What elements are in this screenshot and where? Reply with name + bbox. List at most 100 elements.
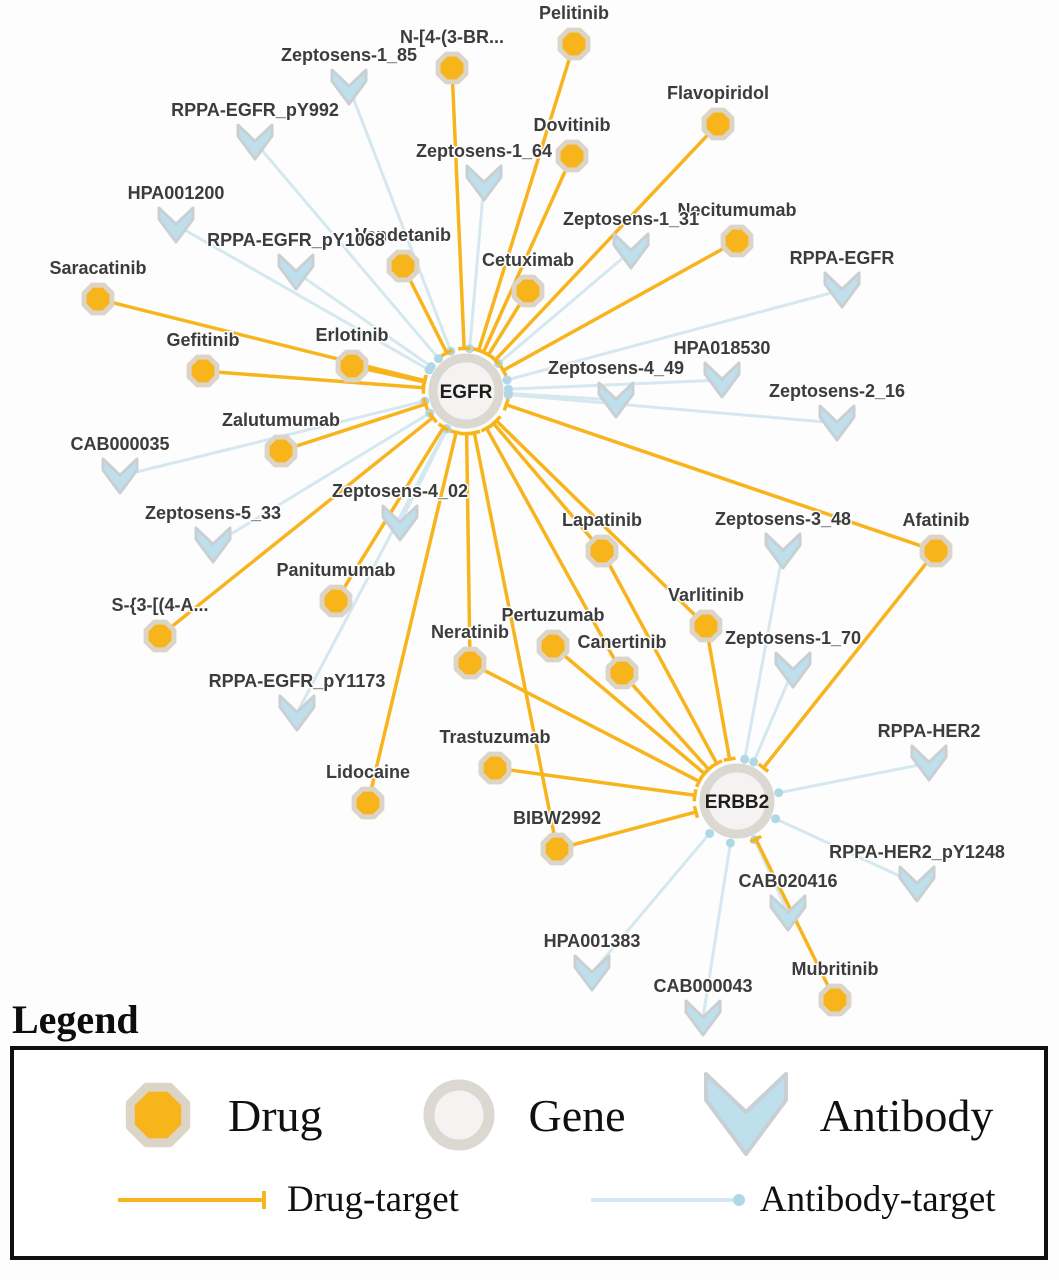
drug-node-Pertuzumab[interactable] xyxy=(536,629,570,663)
antibody-target-dot-RPPA-HER2 xyxy=(774,788,784,798)
drug-node-Neratinib[interactable] xyxy=(453,646,487,680)
antibody-node-HPA001383[interactable] xyxy=(573,954,611,992)
antibody-label-CAB000043: CAB000043 xyxy=(653,976,752,996)
antibody-target-edge-HPA001383-ERBB2 xyxy=(590,832,711,974)
antibody-label-Zeptosens-4_02: Zeptosens-4_02 xyxy=(332,481,468,501)
antibody-node-Zeptosens-1_85[interactable] xyxy=(330,68,368,106)
drug-node-Afatinib[interactable] xyxy=(919,534,953,568)
antibody-target-edge-Zeptosens-2_16-EGFR xyxy=(508,393,838,425)
drug-node-Vandetanib[interactable] xyxy=(386,249,420,283)
drug-node-N-[4-(3-BR...[interactable] xyxy=(435,51,469,85)
drug-octagon-icon xyxy=(125,1082,191,1148)
antibody-node-CAB020416[interactable] xyxy=(769,894,807,932)
drug-node-Mubritinib[interactable] xyxy=(818,983,852,1017)
drug-target-edge-Pelitinib-EGFR xyxy=(476,43,576,351)
gene-node-EGFR[interactable] xyxy=(428,353,504,429)
legend-item-drug: Drug xyxy=(114,1071,323,1159)
drug-label-Saracatinib: Saracatinib xyxy=(49,258,146,278)
drug-node-Trastuzumab[interactable] xyxy=(478,751,512,785)
antibody-node-RPPA-EGFR_pY1173[interactable] xyxy=(278,694,316,732)
drug-label-BIBW2992: BIBW2992 xyxy=(513,808,601,828)
legend-antibody-label: Antibody xyxy=(819,1089,994,1141)
antibody-target-edge-CAB000043-ERBB2 xyxy=(701,842,732,1019)
antibody-node-CAB000035[interactable] xyxy=(101,457,139,495)
drug-node-Erlotinib[interactable] xyxy=(335,349,369,383)
antibody-target-dot xyxy=(732,1193,745,1206)
antibody-target-dot-Zeptosens-1_70 xyxy=(749,757,759,767)
antibody-node-Zeptosens-5_33[interactable] xyxy=(194,526,232,564)
drug-node-Pelitinib[interactable] xyxy=(557,27,591,61)
drug-label-Necitumumab: Necitumumab xyxy=(677,200,796,220)
legend-drug-target-label: Drug-target xyxy=(287,1179,459,1220)
drug-target-edge-Lidocaine-EGFR xyxy=(366,431,458,804)
antibody-target-edge-RPPA-EGFR_pY1173-EGFR xyxy=(295,427,448,714)
drug-target-line-icon xyxy=(118,1190,266,1209)
antibody-label-Zeptosens-1_70: Zeptosens-1_70 xyxy=(725,628,861,648)
nodes-layer xyxy=(81,27,953,1037)
drug-target-edge-Flavopiridol-EGFR xyxy=(493,122,720,362)
legend-item-antibody: Antibody xyxy=(698,1070,994,1160)
drug-target-edge-Afatinib-EGFR xyxy=(505,403,937,553)
antibody-label-Zeptosens-1_31: Zeptosens-1_31 xyxy=(563,209,699,229)
antibody-target-edge-RPPA-HER2-ERBB2 xyxy=(778,761,930,795)
antibody-label-Zeptosens-2_16: Zeptosens-2_16 xyxy=(769,381,905,401)
antibody-node-RPPA-EGFR_pY1068[interactable] xyxy=(277,253,315,291)
drug-node-Cetuximab[interactable] xyxy=(511,274,545,308)
antibody-label-CAB020416: CAB020416 xyxy=(738,871,837,891)
antibody-node-RPPA-EGFR_pY992[interactable] xyxy=(236,123,274,161)
drug-node-Zalutumumab[interactable] xyxy=(264,434,298,468)
antibody-node-Zeptosens-2_16[interactable] xyxy=(818,404,856,442)
antibody-label-RPPA-EGFR_pY1068: RPPA-EGFR_pY1068 xyxy=(207,230,385,250)
drug-label-Gefitinib: Gefitinib xyxy=(167,330,240,350)
drug-node-Saracatinib[interactable] xyxy=(81,282,115,316)
drug-node-Flavopiridol[interactable] xyxy=(701,107,735,141)
legend-box: Drug Gene Antibody Dr xyxy=(10,1046,1048,1260)
drug-node-Lapatinib[interactable] xyxy=(585,534,619,568)
drug-label-N-[4-(3-BR...: N-[4-(3-BR... xyxy=(400,27,504,47)
drug-label-Panitumumab: Panitumumab xyxy=(276,560,395,580)
drug-target-edge-Afatinib-ERBB2 xyxy=(762,549,938,769)
antibody-node-CAB000043[interactable] xyxy=(684,999,722,1037)
antibody-node-Zeptosens-1_31[interactable] xyxy=(612,232,650,270)
drug-node-Necitumumab[interactable] xyxy=(720,224,754,258)
antibody-label-Zeptosens-3_48: Zeptosens-3_48 xyxy=(715,509,851,529)
legend-item-drug-target: Drug-target xyxy=(114,1178,459,1221)
antibody-node-RPPA-HER2[interactable] xyxy=(910,744,948,782)
antibody-node-Zeptosens-3_48[interactable] xyxy=(764,532,802,570)
antibody-target-line-icon xyxy=(590,1193,745,1206)
gene-node-ERBB2[interactable] xyxy=(699,763,775,839)
drug-target-edge-BIBW2992-ERBB2 xyxy=(556,810,697,851)
legend-antibody-target-label: Antibody-target xyxy=(759,1179,996,1220)
drug-label-Pertuzumab: Pertuzumab xyxy=(501,605,604,625)
antibody-label-HPA001383: HPA001383 xyxy=(544,931,641,951)
legend-title: Legend xyxy=(12,997,139,1042)
antibody-label-RPPA-EGFR_pY1173: RPPA-EGFR_pY1173 xyxy=(209,671,386,691)
antibody-node-HPA001200[interactable] xyxy=(157,206,195,244)
antibody-label-RPPA-EGFR: RPPA-EGFR xyxy=(790,248,895,268)
drug-target-endcap-Trastuzumab xyxy=(692,789,698,802)
drug-node-Lidocaine[interactable] xyxy=(351,786,385,820)
drug-node-Dovitinib[interactable] xyxy=(555,139,589,173)
drug-node-Varlitinib[interactable] xyxy=(689,609,723,643)
gene-label-EGFR: EGFR xyxy=(440,382,493,403)
antibody-node-Zeptosens-4_49[interactable] xyxy=(597,381,635,419)
drug-node-Panitumumab[interactable] xyxy=(319,584,353,618)
antibody-target-dot-Zeptosens-2_16 xyxy=(503,390,513,400)
drug-node-BIBW2992[interactable] xyxy=(540,832,574,866)
drug-label-Erlotinib: Erlotinib xyxy=(316,325,389,345)
antibody-node-RPPA-EGFR[interactable] xyxy=(823,271,861,309)
antibody-node-RPPA-HER2_pY1248[interactable] xyxy=(898,865,936,903)
drug-node-Canertinib[interactable] xyxy=(605,656,639,690)
drug-node-Gefitinib[interactable] xyxy=(186,354,220,388)
drug-label-S-{3-[(4-A...: S-{3-[(4-A... xyxy=(111,595,208,615)
legend-gene-label: Gene xyxy=(528,1089,626,1141)
antibody-node-Zeptosens-4_02[interactable] xyxy=(381,504,419,542)
antibody-node-HPA018530[interactable] xyxy=(703,361,741,399)
drug-node-S-{3-[(4-A...[interactable] xyxy=(143,619,177,653)
drug-label-Cetuximab: Cetuximab xyxy=(482,250,574,270)
drug-target-edge-Dovitinib-EGFR xyxy=(481,155,574,353)
antibody-node-Zeptosens-1_64[interactable] xyxy=(465,164,503,202)
legend-node-types-row: Drug Gene Antibody xyxy=(114,1070,1044,1160)
antibody-node-Zeptosens-1_70[interactable] xyxy=(774,651,812,689)
drug-target-edge-Varlitinib-ERBB2 xyxy=(704,625,732,760)
